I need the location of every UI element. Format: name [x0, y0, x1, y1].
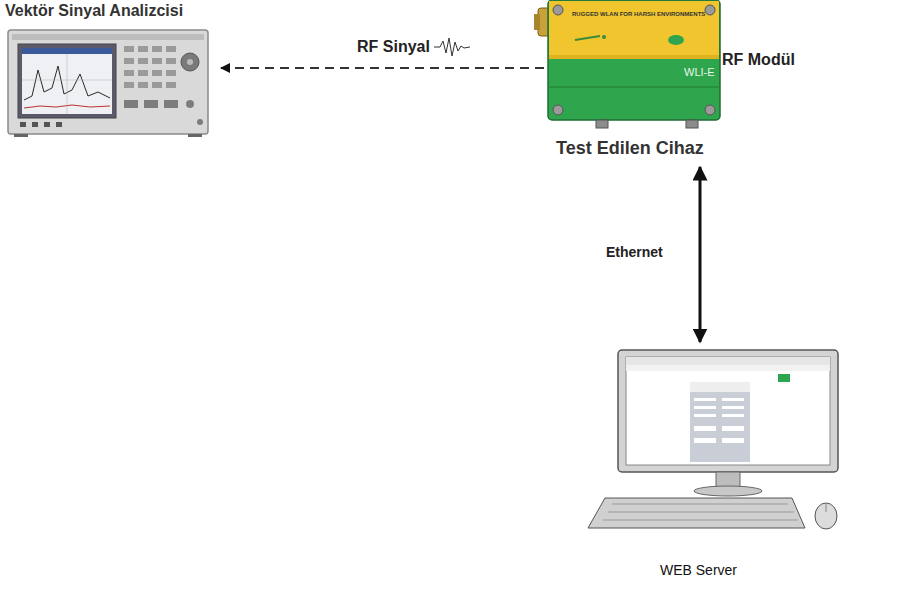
double-arrow	[699, 167, 702, 342]
node-title: RF Modül	[722, 50, 795, 69]
connector-label: RF Sinyal	[355, 37, 432, 56]
connector-label: Ethernet	[604, 244, 665, 261]
device-inscription: RUGGED WLAN FOR HARSH ENVIRONMENTS	[572, 11, 705, 18]
device-illustration	[534, 0, 720, 128]
node-title: Test Edilen Cihaz	[556, 138, 704, 160]
node-title: WEB Server	[660, 562, 737, 579]
arrow	[221, 67, 544, 69]
instrument-node: Vektör Sinyal Analizcisi	[5, 0, 217, 138]
device-node: RF ModülTest Edilen Cihaz	[548, 0, 806, 164]
device-model: WLI-E	[684, 66, 715, 79]
computer-node: WEB Server	[585, 345, 843, 585]
computer-illustration	[588, 350, 838, 529]
analyzer-illustration	[8, 30, 208, 137]
node-title: Vektör Sinyal Analizcisi	[5, 1, 183, 20]
waveform-symbol	[434, 38, 470, 56]
